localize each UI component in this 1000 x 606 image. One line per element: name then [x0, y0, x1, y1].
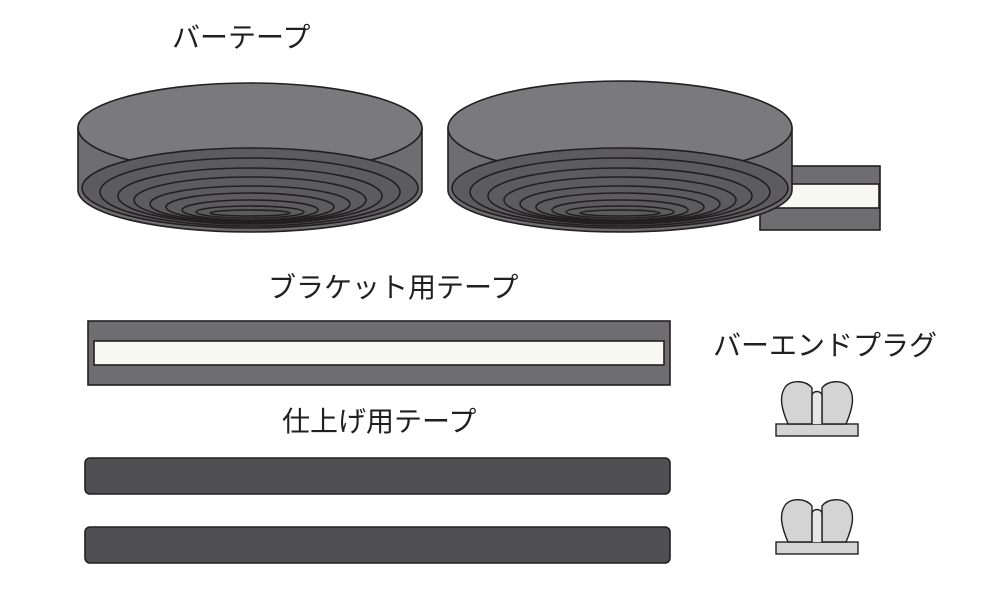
- bar-tape-roll-left: [77, 82, 423, 233]
- bar-end-plug-1: [775, 381, 859, 437]
- bar-end-plug-label: バーエンドプラグ: [713, 329, 938, 362]
- bar-tape-roll-right: [447, 80, 881, 233]
- bracket-tape-strip: [87, 320, 671, 386]
- finishing-tape-label: 仕上げ用テープ: [282, 405, 477, 438]
- bar-tape-label: バーテープ: [172, 21, 311, 54]
- finishing-tape-strip-1: [84, 457, 671, 495]
- bracket-tape-label: ブラケット用テープ: [268, 271, 519, 304]
- finishing-tape-strip-2: [84, 526, 671, 564]
- bar-end-plug-2: [775, 499, 859, 555]
